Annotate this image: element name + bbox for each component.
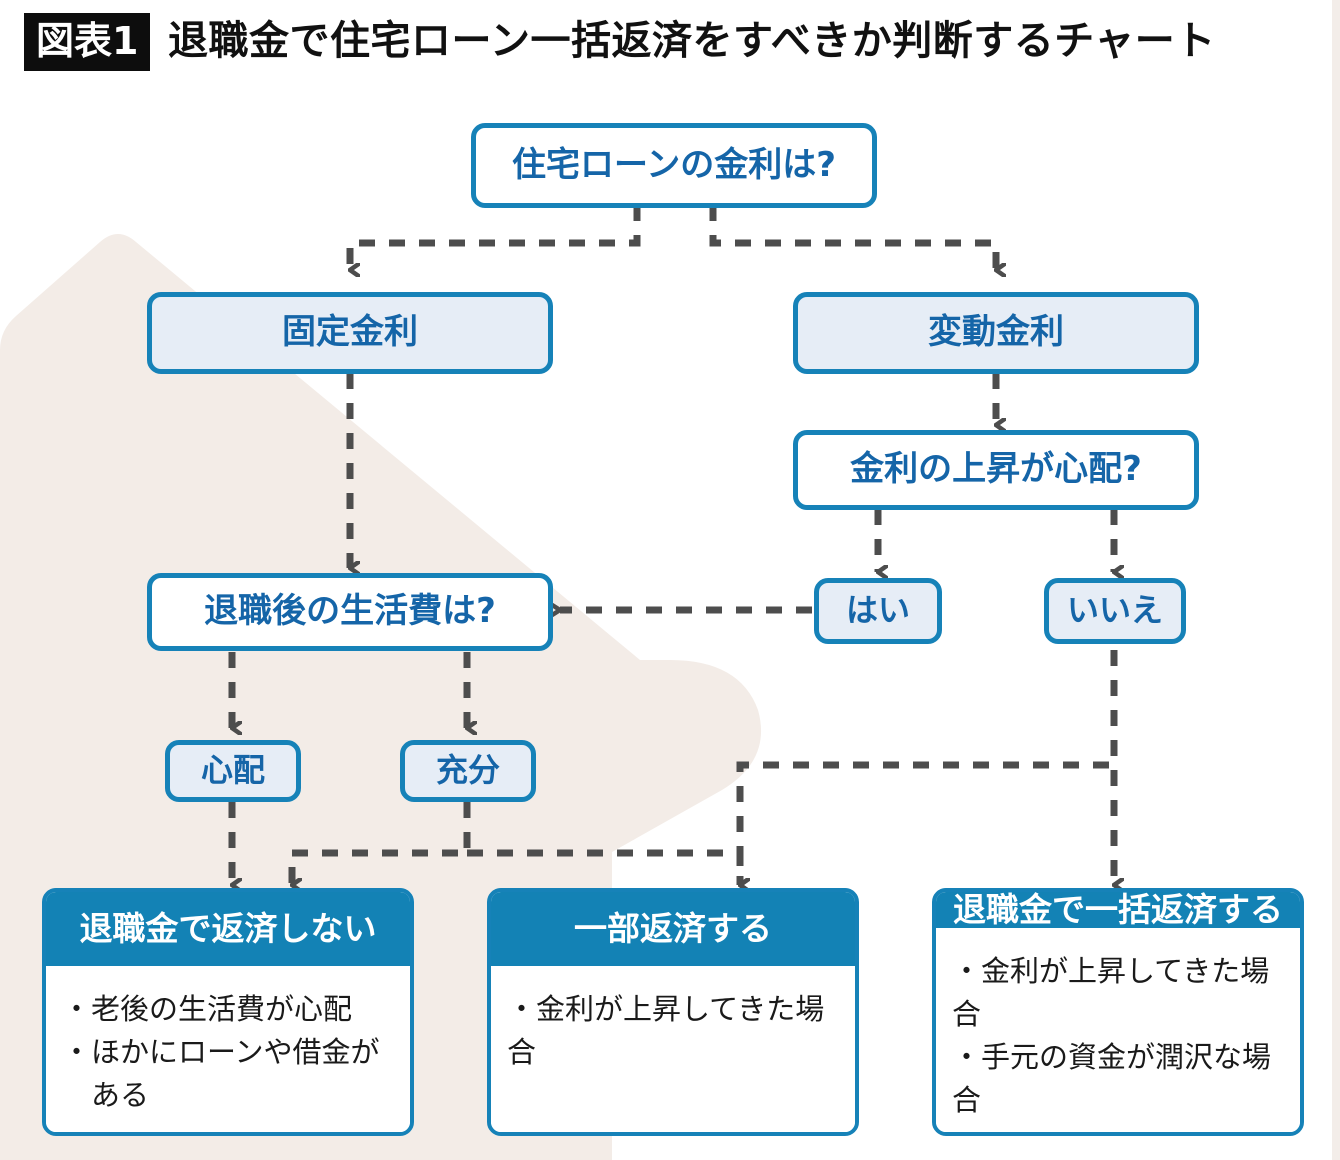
result-bullet: ・金利が上昇してきた場合 [952,954,1270,1032]
node-answer-no[interactable]: いいえ [1044,578,1186,644]
node-living-cost-label: 退職後の生活費は? [204,591,496,632]
page-title: 退職金で住宅ローン一括返済をすべきか判断するチャート [168,18,1216,64]
result-card-body: ・金利が上昇してきた場合 [491,966,855,1132]
node-answer-yes-label: はい [845,591,910,630]
node-fixed-rate[interactable]: 固定金利 [147,292,553,374]
result-card-title: 退職金で返済しない [46,892,410,966]
node-answer-worried-label: 心配 [200,751,265,790]
page-title-row: 図表1 退職金で住宅ローン一括返済をすべきか判断するチャート [0,0,1340,100]
node-answer-sufficient-label: 充分 [435,751,500,790]
right-edge-gutter [1330,0,1332,1160]
node-root-label: 住宅ローンの金利は? [511,144,837,185]
node-answer-yes[interactable]: はい [814,578,942,644]
result-bullet: ・ほかにローンや借金が ある [62,1035,380,1112]
node-variable-rate-label: 変動金利 [928,312,1064,353]
node-rate-rise-question[interactable]: 金利の上昇が心配? [793,430,1199,510]
result-card-title: 一部返済する [491,892,855,966]
figure-badge: 図表1 [24,13,151,71]
node-answer-sufficient[interactable]: 充分 [400,740,536,802]
node-living-cost-question[interactable]: 退職後の生活費は? [147,573,553,651]
result-card[interactable]: 退職金で返済しない ・老後の生活費が心配 ・ほかにローンや借金が ある [42,888,414,1136]
result-bullet: ・老後の生活費が心配 [62,992,353,1026]
node-rate-rise-label: 金利の上昇が心配? [850,449,1142,490]
result-card-body: ・金利が上昇してきた場合 ・手元の資金が潤沢な場合 [936,928,1300,1132]
result-card-title: 退職金で一括返済する [936,892,1300,929]
right-edge-strip [1332,0,1340,1160]
node-answer-no-label: いいえ [1066,591,1163,630]
node-fixed-rate-label: 固定金利 [282,312,418,353]
node-answer-worried[interactable]: 心配 [165,740,301,802]
result-bullet: ・手元の資金が潤沢な場合 [952,1040,1272,1118]
result-bullet: ・金利が上昇してきた場合 [507,992,825,1069]
node-variable-rate[interactable]: 変動金利 [793,292,1199,374]
result-card-body: ・老後の生活費が心配 ・ほかにローンや借金が ある [46,966,410,1132]
result-card[interactable]: 退職金で一括返済する ・金利が上昇してきた場合 ・手元の資金が潤沢な場合 [932,888,1304,1136]
node-root-question[interactable]: 住宅ローンの金利は? [471,123,877,208]
result-card[interactable]: 一部返済する ・金利が上昇してきた場合 [487,888,859,1136]
